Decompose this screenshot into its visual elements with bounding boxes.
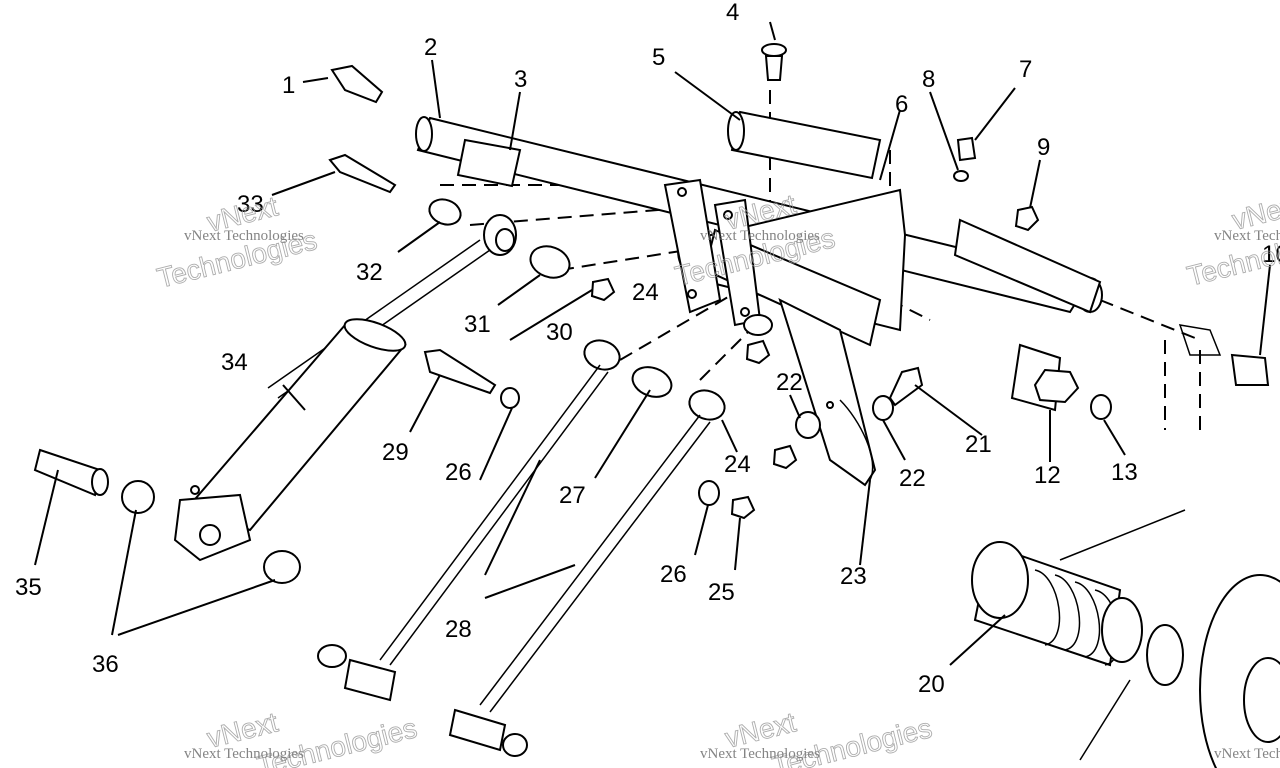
callout-35: 35 <box>15 574 42 601</box>
callout-36: 36 <box>92 651 119 678</box>
callout-33: 33 <box>237 191 264 218</box>
callout-22-right: 22 <box>899 465 926 492</box>
callout-24-bottom: 24 <box>724 451 751 478</box>
callout-22-left: 22 <box>776 369 803 396</box>
callout-26-left: 26 <box>445 459 472 486</box>
torsion-spring-assembly <box>971 509 1280 768</box>
suspension-arm <box>663 178 907 347</box>
callout-27: 27 <box>559 482 586 509</box>
watermark-small-4: vNext Technologies <box>184 746 304 762</box>
pivot-bracket <box>778 298 877 487</box>
callout-10: 10 <box>1262 241 1280 268</box>
callout-8: 8 <box>922 66 935 93</box>
callout-28: 28 <box>445 616 472 643</box>
callout-3: 3 <box>514 66 527 93</box>
callout-6: 6 <box>895 91 908 118</box>
callout-9-top: 9 <box>1037 134 1050 161</box>
callout-25: 25 <box>708 579 735 606</box>
end-hardware <box>1010 324 1270 420</box>
shock-absorber <box>173 214 517 562</box>
callout-5: 5 <box>652 44 665 71</box>
watermark-small-5: vNext Technologies <box>700 746 820 762</box>
callout-12: 12 <box>1034 462 1061 489</box>
callout-4: 4 <box>726 0 739 26</box>
link-rods <box>317 364 711 757</box>
right-shaft <box>727 110 1102 314</box>
callout-32: 32 <box>356 259 383 286</box>
watermark-small-2: vNext Technologies <box>700 228 820 244</box>
callout-2: 2 <box>424 34 437 61</box>
hardware-small-parts <box>33 43 1040 584</box>
callout-21: 21 <box>965 431 992 458</box>
callout-labels: 1 2 3 4 5 6 7 8 9 10 12 13 20 21 22 22 2… <box>15 0 1280 698</box>
leader-lines <box>34 21 1271 666</box>
callout-20: 20 <box>918 671 945 698</box>
callout-34: 34 <box>221 349 248 376</box>
callout-26-right: 26 <box>660 561 687 588</box>
watermark-small-1: vNext Technologies <box>184 228 304 244</box>
callout-7: 7 <box>1019 56 1032 83</box>
callout-23: 23 <box>840 563 867 590</box>
watermark-small-6: vNext Technologies <box>1214 746 1280 762</box>
callout-1: 1 <box>282 72 295 99</box>
callout-29: 29 <box>382 439 409 466</box>
callout-13: 13 <box>1111 459 1138 486</box>
callout-30: 30 <box>546 319 573 346</box>
callout-24-top: 24 <box>632 279 659 306</box>
watermark-small-3: vNext Technologies <box>1214 228 1280 244</box>
callout-31: 31 <box>464 311 491 338</box>
